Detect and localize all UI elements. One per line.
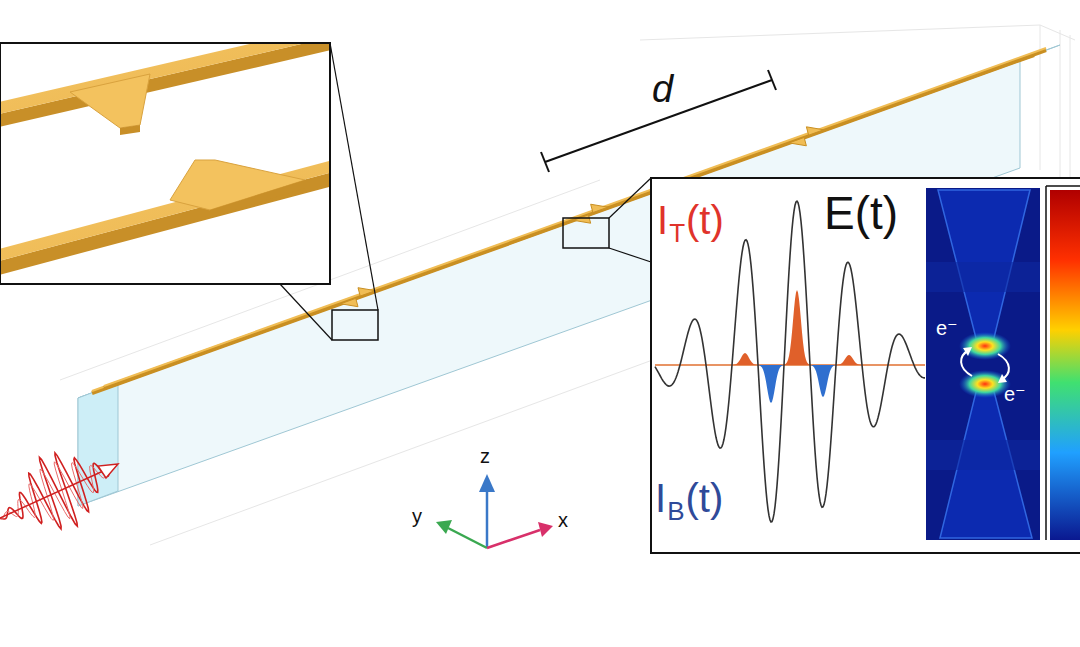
dimension-label: d — [652, 70, 673, 108]
current-symbol: I — [657, 200, 668, 240]
bowtie-triangle — [789, 137, 806, 145]
electron-label: e⁻ — [1004, 384, 1026, 404]
laser-pulse — [0, 453, 118, 529]
bowtie-triangle — [806, 127, 823, 135]
axis-label: y — [412, 506, 422, 526]
electron-label: e⁻ — [936, 318, 958, 338]
current-subscript: T — [669, 220, 685, 246]
current-symbol: I — [655, 478, 666, 518]
field-label: E(t) — [824, 190, 898, 236]
zoom-inset — [0, 23, 340, 284]
leader-line — [609, 248, 651, 262]
axis-label: z — [480, 446, 490, 466]
current-argument: (t) — [686, 200, 724, 240]
bowtie-triangle — [358, 288, 375, 296]
bowtie-triangle — [573, 215, 590, 223]
leader-line — [330, 43, 378, 310]
dimension-bar — [541, 70, 776, 172]
axis-label: x — [558, 510, 568, 530]
bowtie-triangle — [341, 298, 358, 306]
bowtie-triangle — [591, 204, 608, 212]
current-argument: (t) — [685, 478, 723, 518]
current-subscript: B — [667, 498, 684, 524]
axis-triad — [436, 474, 553, 548]
leader-line — [609, 178, 651, 218]
leader-line — [280, 284, 332, 340]
zoom-box — [563, 218, 609, 248]
signal-inset — [651, 178, 1080, 553]
zoom-box — [332, 310, 378, 340]
